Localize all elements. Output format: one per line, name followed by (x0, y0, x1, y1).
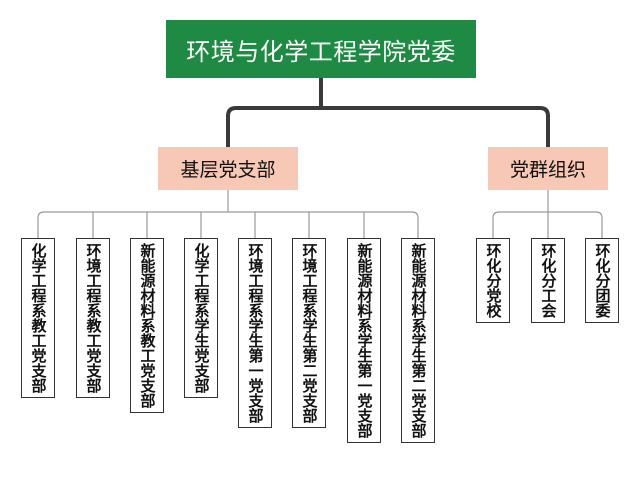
leaf-node: 化学工程系教工党支部 (21, 238, 55, 398)
branch-label: 基层党支部 (180, 159, 276, 181)
connector-branch1-bus (37, 211, 419, 238)
leaf-node: 新能源材料系教工党支部 (130, 238, 164, 413)
leaf-node: 环化分党校 (476, 238, 510, 323)
connector-root-branches (226, 106, 550, 147)
leaf-label: 环境工程系教工党支部 (84, 243, 103, 393)
root-label: 环境与化学工程学院党委 (186, 37, 456, 66)
leaf-label: 新能源材料系学生第二党支部 (409, 243, 428, 438)
leaf-label: 环境工程系学生第二党支部 (300, 243, 319, 423)
leaf-label: 环化分党校 (484, 243, 503, 318)
leaf-node: 化学工程系学生党支部 (184, 238, 218, 398)
leaf-node: 环境工程系教工党支部 (76, 238, 110, 398)
branch-label: 党群组织 (509, 159, 586, 181)
leaf-label: 新能源材料系教工党支部 (138, 243, 157, 408)
leaf-label: 环境工程系学生第一党支部 (246, 243, 265, 423)
leaf-node: 环化分团委 (585, 238, 619, 323)
leaf-label: 环化分团委 (593, 243, 612, 318)
leaf-node: 新能源材料系学生第一党支部 (347, 238, 381, 443)
branch-node-mass-org: 党群组织 (488, 147, 608, 190)
leaf-label: 环化分工会 (539, 243, 558, 318)
leaf-label: 化学工程系教工党支部 (29, 243, 48, 393)
leaf-label: 新能源材料系学生第一党支部 (355, 243, 374, 438)
leaf-node: 环化分工会 (531, 238, 565, 323)
leaf-label: 化学工程系学生党支部 (192, 243, 211, 393)
leaf-node: 环境工程系学生第一党支部 (238, 238, 272, 428)
branch-node-grassroots: 基层党支部 (158, 147, 298, 190)
leaf-node: 环境工程系学生第二党支部 (292, 238, 326, 428)
leaf-node: 新能源材料系学生第二党支部 (401, 238, 435, 443)
root-node: 环境与化学工程学院党委 (166, 20, 476, 78)
